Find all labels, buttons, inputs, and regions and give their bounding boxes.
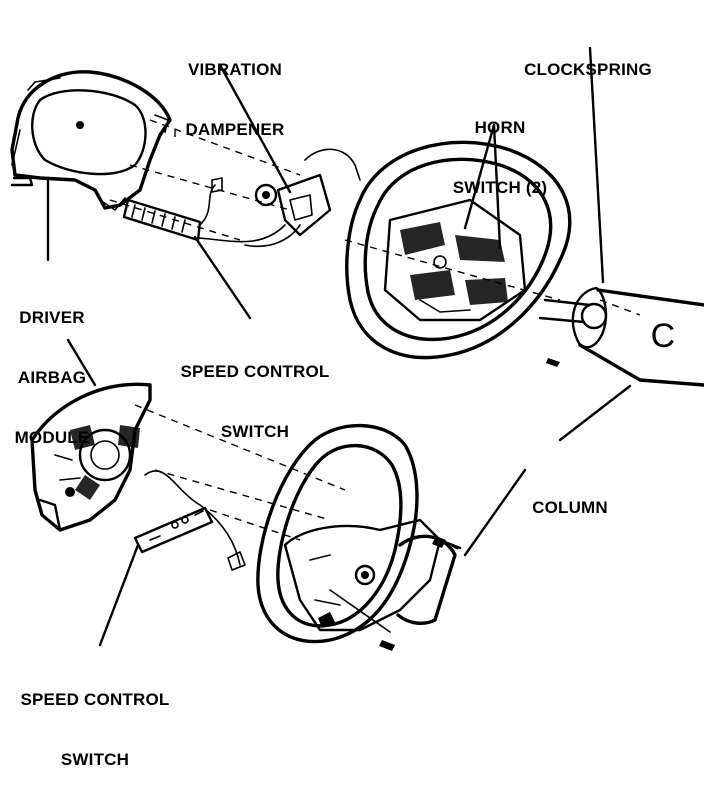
label-speed-control-switch-top: SPEED CONTROL SWITCH <box>160 322 350 462</box>
steering-wheel-lower <box>256 423 442 651</box>
label-horn-switch-line2: SWITCH (2) <box>452 178 548 197</box>
label-speed-control-switch-bottom: SPEED CONTROL SWITCH <box>0 650 190 790</box>
column-lower <box>396 534 462 625</box>
steering-wheel-diagram <box>10 46 704 651</box>
label-speed-control-switch-top-line1: SPEED CONTROL <box>180 362 330 381</box>
speed-control-switch-lower <box>133 506 246 571</box>
label-driver-airbag-module-line1: DRIVER <box>19 308 85 327</box>
label-speed-control-switch-bottom-line1: SPEED CONTROL <box>20 690 170 709</box>
label-speed-control-switch-top-line2: SWITCH <box>220 422 290 441</box>
label-clockspring: CLOCKSPRING <box>508 20 668 100</box>
upper-assembly <box>10 46 704 442</box>
label-driver-airbag-module: DRIVER AIRBAG MODULE <box>2 268 102 468</box>
column-end-mark: C <box>650 317 676 355</box>
label-driver-airbag-module-line3: MODULE <box>14 428 90 447</box>
label-speed-control-switch-bottom-line2: SWITCH <box>60 750 130 769</box>
vibration-dampener <box>244 148 361 248</box>
label-horn-switch-line1: HORN <box>474 118 526 137</box>
label-column-line1: COLUMN <box>532 498 608 517</box>
label-clockspring-line1: CLOCKSPRING <box>524 60 652 79</box>
lower-assembly <box>30 338 527 651</box>
leader-lines-lower <box>66 338 527 647</box>
steering-wheel-upper <box>345 140 572 360</box>
label-column: COLUMN <box>515 458 625 538</box>
label-vibration-dampener-line1: VIBRATION <box>187 60 283 79</box>
column-upper <box>538 286 704 387</box>
label-driver-airbag-module-line2: AIRBAG <box>17 368 87 387</box>
label-vibration-dampener: VIBRATION DAMPENER <box>170 20 300 160</box>
leader-lines-upper <box>46 46 632 442</box>
airbag-module-lower <box>30 382 241 566</box>
label-horn-switch: HORN SWITCH (2) <box>440 78 560 218</box>
label-vibration-dampener-line2: DAMPENER <box>185 120 285 139</box>
airbag-module-upper <box>10 70 172 211</box>
